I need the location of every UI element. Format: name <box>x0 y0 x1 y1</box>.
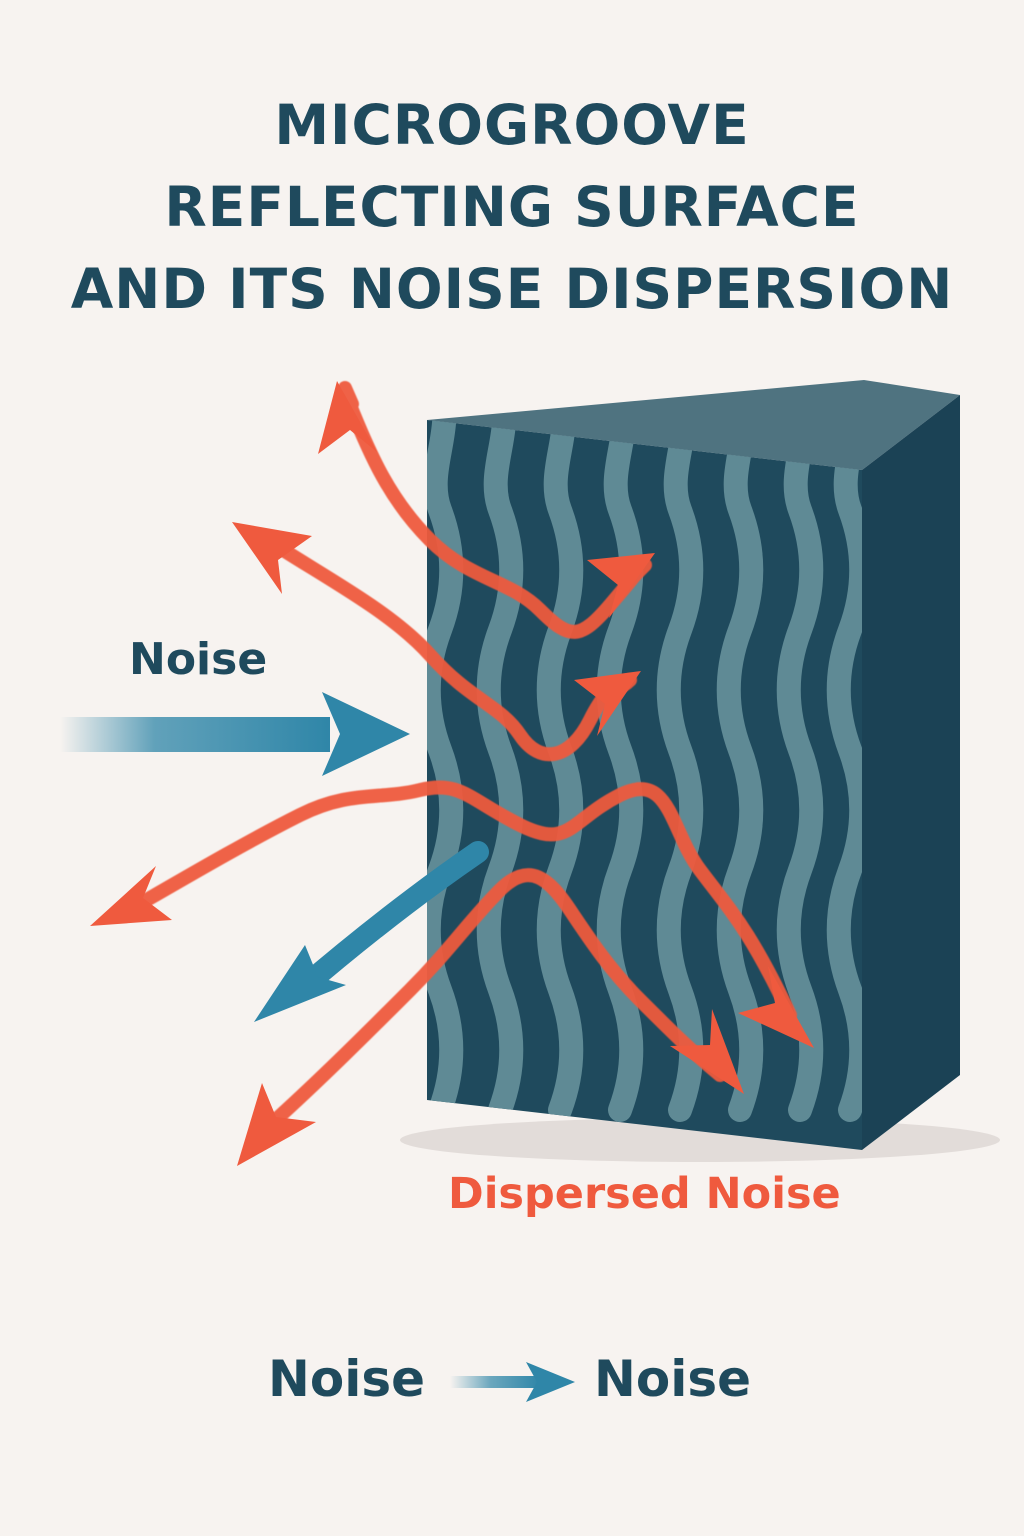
arrowhead-up-right-2 <box>574 671 641 736</box>
arrowhead-up-left-2 <box>232 522 312 594</box>
legend-arrow <box>450 1362 575 1402</box>
legend-left-label: Noise <box>268 1350 426 1408</box>
dispersed-noise-label: Dispersed Noise <box>448 1169 841 1219</box>
arrowhead-down-right-1 <box>738 966 814 1048</box>
diagram-title: MICROGROOVE REFLECTING SURFACE AND ITS N… <box>0 84 1024 330</box>
arrowhead-down-right-2 <box>670 1009 744 1094</box>
incoming-noise-arrow <box>60 692 410 776</box>
dispersed-arrow-3 <box>131 780 797 1022</box>
arrowhead-up-right-1 <box>587 553 655 618</box>
dispersed-arrowheads <box>90 381 814 1166</box>
arrowhead-down-left <box>237 1083 316 1166</box>
dispersed-arrow-2 <box>253 528 637 762</box>
absorbed-noise-arrow <box>254 841 489 1022</box>
arrowhead-left <box>90 866 172 926</box>
dispersed-noise-arrows <box>131 381 797 1132</box>
title-line-3: AND ITS NOISE DISPERSION <box>70 257 954 321</box>
title-line-1: MICROGROOVE <box>274 93 750 157</box>
microgroove-panel <box>400 380 1000 1162</box>
arrowhead-up-left <box>318 381 377 454</box>
incoming-noise-label: Noise <box>129 634 268 685</box>
dispersed-arrow-4 <box>263 868 727 1132</box>
microgroove-ridges <box>427 420 862 1122</box>
panel-side-face <box>862 395 960 1150</box>
title-line-2: REFLECTING SURFACE <box>164 175 860 239</box>
legend-right-label: Noise <box>594 1350 752 1408</box>
panel-top-face <box>427 380 960 470</box>
